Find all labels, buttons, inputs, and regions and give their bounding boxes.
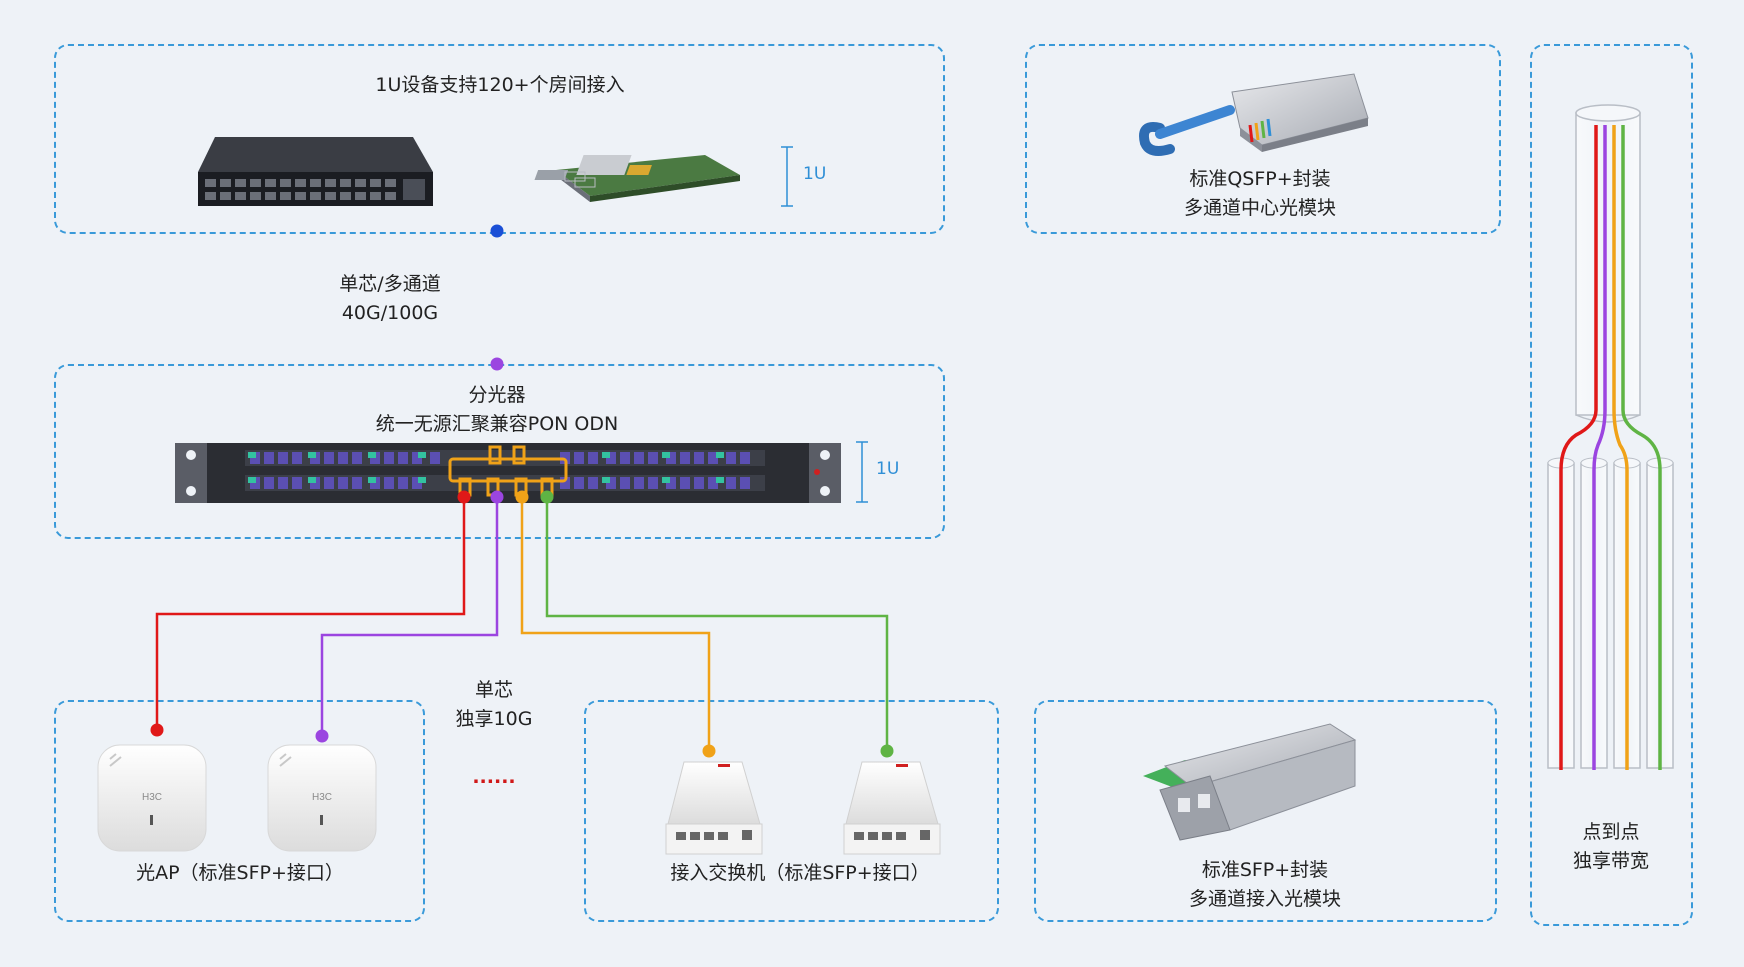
splitter-height-label: 1U bbox=[876, 459, 900, 479]
fiber-red bbox=[155, 497, 466, 730]
sfp-caption-line1: 标准SFP+封装 bbox=[1201, 859, 1329, 881]
fiber-group-box bbox=[1530, 44, 1693, 926]
access-point-device: H3C bbox=[267, 729, 377, 852]
switch-caption: 接入交换机（标准SFP+接口） bbox=[670, 862, 930, 884]
ap-caption: 光AP（标准SFP+接口） bbox=[136, 862, 344, 884]
qsfp-caption-line2: 多通道中心光模块 bbox=[1183, 197, 1336, 219]
fiber-caption-line1: 点到点 bbox=[1582, 821, 1640, 843]
splitter-height-marker bbox=[856, 441, 868, 503]
splitter-subtitle: 统一无源汇聚兼容PON ODN bbox=[375, 413, 619, 435]
access-switch-device bbox=[843, 744, 941, 855]
splitter-rack-device bbox=[175, 443, 841, 503]
uplink-label-line1: 单芯/多通道 bbox=[339, 273, 441, 295]
uplink-label-line2: 40G/100G bbox=[341, 302, 439, 324]
access-point-device: H3C bbox=[97, 723, 207, 852]
qsfp-caption-line1: 标准QSFP+封装 bbox=[1189, 168, 1331, 190]
fiber-orange-node bbox=[515, 490, 529, 504]
fiber-red-node bbox=[457, 490, 471, 504]
fiber-green-node bbox=[540, 490, 554, 504]
access-switch-device bbox=[665, 744, 763, 855]
ap-brand-mark: H3C bbox=[142, 792, 162, 803]
olt-title: 1U设备支持120+个房间接入 bbox=[375, 74, 625, 96]
olt-height-label: 1U bbox=[803, 164, 827, 184]
ap-group-box bbox=[54, 700, 425, 922]
fiber-bundle-illustration bbox=[1547, 104, 1674, 770]
fiber-purple bbox=[320, 497, 499, 736]
splitter-title: 分光器 bbox=[468, 384, 526, 406]
sfp-caption-line2: 多通道接入光模块 bbox=[1188, 888, 1341, 910]
qsfp-group-box bbox=[1025, 44, 1501, 234]
fiber-purple-node bbox=[490, 490, 504, 504]
fiber-caption-line2: 独享带宽 bbox=[1572, 850, 1649, 872]
ap-brand-mark: H3C bbox=[312, 792, 332, 803]
sfp-module-device bbox=[1143, 723, 1357, 841]
splitter-port-row bbox=[245, 475, 765, 491]
fiber-orange bbox=[520, 497, 711, 751]
dedicated-10g-label: 独享10G bbox=[455, 708, 533, 730]
splitter-highlight-frame bbox=[448, 457, 568, 483]
fiber-green bbox=[545, 497, 889, 751]
olt-height-marker bbox=[781, 146, 793, 207]
uplink-top-node bbox=[490, 224, 504, 238]
olt-switch-device bbox=[198, 137, 433, 206]
olt-line-card bbox=[534, 155, 740, 202]
qsfp-module-device bbox=[1139, 73, 1369, 156]
ellipsis-label: ...... bbox=[472, 766, 516, 788]
uplink-bottom-node bbox=[490, 357, 504, 371]
switch-group-box bbox=[584, 700, 999, 922]
single-fiber-label: 单芯 bbox=[474, 679, 513, 701]
sfp-group-box bbox=[1034, 700, 1497, 922]
